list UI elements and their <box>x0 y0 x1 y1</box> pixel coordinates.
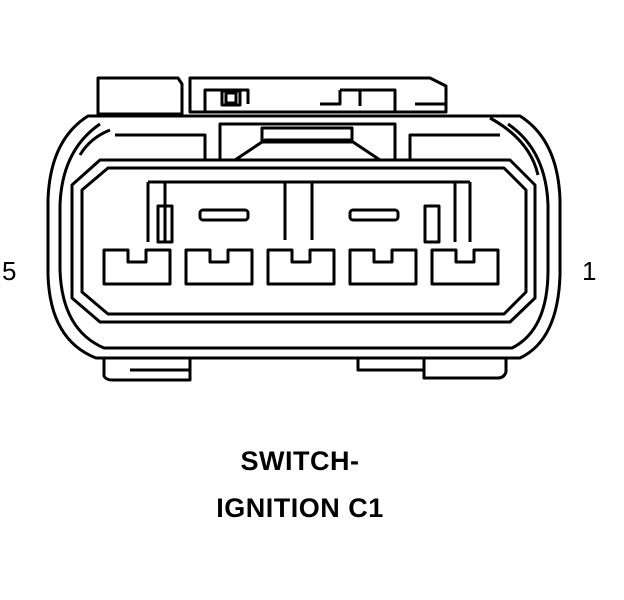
pin-label-right: 1 <box>582 256 597 286</box>
cavity-4 <box>184 248 254 286</box>
cavity-3 <box>266 248 336 286</box>
cavity-5 <box>102 248 172 286</box>
cavity-1 <box>430 248 500 286</box>
pin-label-left: 5 <box>2 256 17 286</box>
connector-title-line-2: IGNITION C1 <box>216 493 384 523</box>
cavity-body <box>70 158 537 324</box>
outer-shell <box>46 114 562 360</box>
bottom-foot-left <box>102 358 192 382</box>
cavity-row <box>102 248 500 286</box>
bottom-foot-right <box>422 358 508 380</box>
top-lock-housing <box>188 76 448 114</box>
left-latch <box>96 76 184 116</box>
cavity-2 <box>348 248 418 286</box>
connector-title-line-1: SWITCH- <box>240 446 360 476</box>
